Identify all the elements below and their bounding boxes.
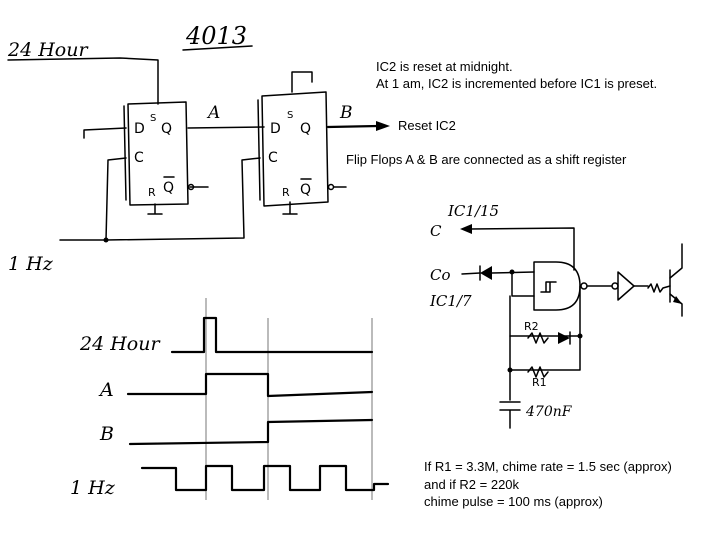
note-increment: At 1 am, IC2 is incremented before IC1 i… [376, 76, 657, 91]
flipflop-1-body [127, 101, 189, 206]
input-24h-label: 24 Hour [7, 39, 89, 61]
timing-diagram: 24 Hour A B 1 Hz [70, 298, 390, 500]
ff1-pin-r: R [148, 186, 156, 199]
node-a-label: A [206, 103, 220, 123]
ff2-pin-s: S [287, 110, 293, 121]
wire-24h-to-set [7, 57, 159, 105]
ic1-15-arrowhead [460, 224, 472, 234]
chime-note-pulse: chime pulse = 100 ms (approx) [424, 494, 603, 509]
wire-a [187, 126, 265, 129]
ff1-pin-s: S [150, 113, 156, 124]
ff2-set-tie [291, 71, 313, 93]
chime-note-r1: If R1 = 3.3M, chime rate = 1.5 sec (appr… [424, 459, 672, 474]
wire-b [326, 124, 380, 129]
timing-junction [507, 367, 513, 373]
buffer-input-bubble [611, 282, 619, 290]
flipflop-2-body [261, 91, 329, 207]
note-shift-register: Flip Flops A & B are connected as a shif… [346, 152, 627, 167]
timing-capacitor [499, 401, 521, 429]
transistor-collector [669, 243, 683, 279]
input-1hz-label: 1 Hz [8, 253, 54, 275]
emitter-arrow-icon [673, 296, 682, 304]
timing-a-label: A [98, 379, 114, 401]
timing-24h-label: 24 Hour [79, 333, 161, 355]
title-underline [182, 45, 253, 51]
ff1-reset-ground [147, 203, 163, 215]
flipflop-2: D S Q C R Q [257, 71, 335, 215]
ic1-7-label: IC1/7 [429, 292, 472, 310]
ff2-pin-c: C [268, 150, 278, 166]
ff1-d-input-wire [83, 127, 127, 139]
note-reset-midnight: IC2 is reset at midnight. [376, 59, 513, 74]
input-diode-body [480, 266, 492, 280]
ff2-pin-r: R [282, 186, 290, 199]
nand-output-bubble [580, 282, 588, 290]
r2-label: R2 [524, 320, 539, 333]
ff2-pin-q: Q [300, 121, 311, 137]
ff2-reset-ground [282, 201, 298, 215]
flipflop-2-edge [257, 99, 261, 201]
flipflop-1-edge [123, 105, 127, 201]
ff2-clock-wire [105, 157, 261, 241]
buffer-gate [617, 271, 635, 301]
r2-resistor [527, 332, 549, 344]
note-reset-ic2: Reset IC2 [398, 118, 456, 133]
node-b-label: B [339, 103, 353, 123]
ff2-pin-qbar: Q [300, 182, 311, 198]
ff1-pin-c: C [134, 150, 144, 166]
feedback-rail [509, 285, 581, 337]
ff1-pin-q: Q [161, 121, 172, 137]
oscillator-c-label: C [430, 222, 442, 240]
ic1-15-label: IC1/15 [447, 202, 499, 220]
chime-note-r2: and if R2 = 220k [424, 477, 520, 492]
timing-1hz-label: 1 Hz [70, 477, 116, 499]
capacitor-label: 470nF [525, 404, 573, 420]
schmitt-nand-gate [533, 261, 581, 311]
flipflop-1: D S Q C R Q [123, 101, 195, 215]
schmitt-symbol-icon [540, 281, 557, 293]
ff2-qbar-bubble [327, 183, 335, 191]
ff1-pin-d: D [134, 121, 145, 137]
wire-to-ic1-15 [469, 227, 575, 271]
reset-ic2-arrowhead [376, 121, 390, 131]
waveform-1hz [140, 464, 390, 492]
r1-label: R1 [532, 376, 547, 389]
r2-diode-body [558, 332, 570, 344]
waveform-24h [170, 316, 374, 354]
chip-title: 4013 [185, 22, 247, 50]
waveform-a [126, 372, 374, 398]
feedback-junction [577, 333, 583, 339]
timing-b-label: B [99, 423, 114, 445]
wire-co [461, 272, 481, 275]
co-label: Co [430, 266, 451, 284]
ff1-clock-wire [59, 157, 127, 241]
r1-resistor [527, 366, 549, 378]
gate-input-tie [511, 271, 535, 297]
ff1-pin-qbar: Q [163, 180, 174, 196]
waveform-b [128, 418, 374, 446]
ff2-pin-d: D [270, 121, 281, 137]
base-resistor [647, 283, 671, 293]
